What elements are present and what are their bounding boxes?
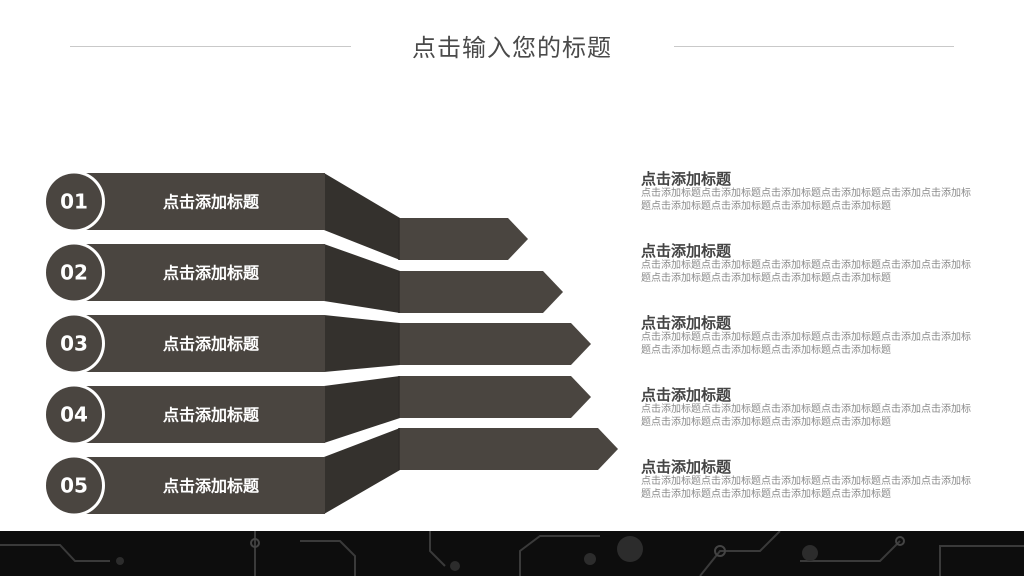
step-connector — [324, 376, 400, 443]
step-arrow — [399, 428, 618, 470]
step-arrow — [399, 218, 528, 260]
description-block-2: 点击添加标题点击添加标题点击添加标题点击添加标题点击添加标题点击添加点击添加标题… — [641, 242, 976, 285]
step-label[interactable]: 点击添加标题 — [163, 477, 260, 496]
step-number: 01 — [60, 190, 88, 214]
step-arrow — [399, 323, 591, 365]
step-bar — [80, 173, 325, 230]
step-01[interactable]: 01 点击添加标题 — [43, 170, 528, 261]
step-connector — [324, 244, 400, 313]
step-connector — [324, 315, 400, 372]
step-05[interactable]: 05 点击添加标题 — [43, 428, 618, 517]
page-title[interactable]: 点击输入您的标题 — [412, 34, 612, 62]
step-number: 02 — [60, 261, 88, 285]
circuit-pattern-icon — [0, 531, 1024, 576]
description-title[interactable]: 点击添加标题 — [641, 314, 732, 332]
step-number: 05 — [60, 474, 88, 498]
title-line-left — [70, 46, 351, 47]
step-number: 04 — [60, 403, 88, 427]
step-03[interactable]: 03 点击添加标题 — [43, 312, 591, 375]
description-block-3: 点击添加标题点击添加标题点击添加标题点击添加标题点击添加标题点击添加点击添加标题… — [641, 314, 976, 357]
step-number-badge — [46, 244, 102, 301]
step-number: 03 — [60, 332, 88, 356]
description-text[interactable]: 点击添加标题点击添加标题点击添加标题点击添加标题点击添加点击添加标题点击添加标题… — [641, 188, 971, 212]
footer-circuit-banner — [0, 531, 1024, 576]
description-block-1: 点击添加标题点击添加标题点击添加标题点击添加标题点击添加标题点击添加点击添加标题… — [641, 170, 976, 213]
step-number-badge — [46, 173, 102, 230]
description-text[interactable]: 点击添加标题点击添加标题点击添加标题点击添加标题点击添加点击添加标题点击添加标题… — [641, 332, 971, 356]
description-title[interactable]: 点击添加标题 — [641, 386, 732, 404]
step-04[interactable]: 04 点击添加标题 — [43, 376, 591, 446]
description-title[interactable]: 点击添加标题 — [641, 458, 732, 476]
step-connector — [324, 428, 400, 514]
step-bar — [80, 386, 325, 443]
description-block-5: 点击添加标题点击添加标题点击添加标题点击添加标题点击添加标题点击添加点击添加标题… — [641, 458, 976, 501]
step-arrow — [399, 271, 563, 313]
description-text[interactable]: 点击添加标题点击添加标题点击添加标题点击添加标题点击添加点击添加标题点击添加标题… — [641, 476, 971, 500]
step-number-badge — [46, 315, 102, 372]
description-text[interactable]: 点击添加标题点击添加标题点击添加标题点击添加标题点击添加点击添加标题点击添加标题… — [641, 260, 971, 284]
description-title[interactable]: 点击添加标题 — [641, 170, 732, 188]
description-title[interactable]: 点击添加标题 — [641, 242, 732, 260]
step-bar — [80, 315, 325, 372]
step-connector — [324, 173, 400, 260]
step-label[interactable]: 点击添加标题 — [163, 335, 260, 354]
step-label[interactable]: 点击添加标题 — [163, 264, 260, 283]
step-number-badge — [46, 457, 102, 514]
step-label[interactable]: 点击添加标题 — [163, 406, 260, 425]
step-02[interactable]: 02 点击添加标题 — [43, 241, 563, 314]
step-label[interactable]: 点击添加标题 — [163, 193, 260, 212]
step-bar — [80, 457, 325, 514]
title-line-right — [674, 46, 954, 47]
step-arrow — [399, 376, 591, 418]
description-block-4: 点击添加标题点击添加标题点击添加标题点击添加标题点击添加标题点击添加点击添加标题… — [641, 386, 976, 429]
description-text[interactable]: 点击添加标题点击添加标题点击添加标题点击添加标题点击添加点击添加标题点击添加标题… — [641, 404, 971, 428]
step-bar — [80, 244, 325, 301]
step-number-badge — [46, 386, 102, 443]
